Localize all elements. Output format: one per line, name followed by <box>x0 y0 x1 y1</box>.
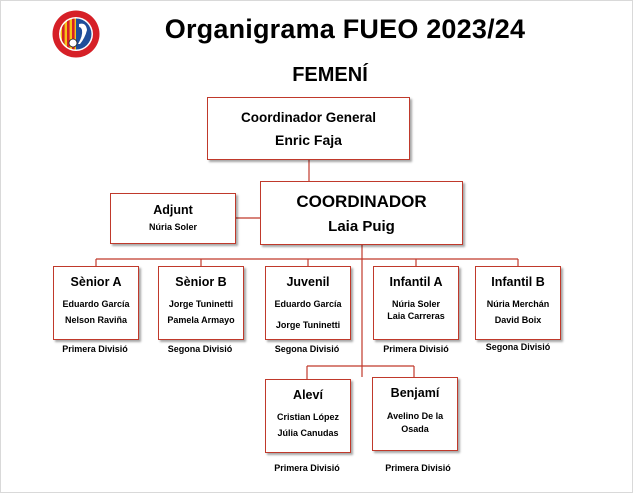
adjunt-box: Adjunt Núria Soler <box>110 193 236 244</box>
team-division-benjami: Primera Divisió <box>385 463 451 473</box>
team-member: David Boix <box>494 315 542 325</box>
team-member: Jorge Tuninetti <box>275 320 341 330</box>
team-member: Avelino De la Osada <box>386 411 444 434</box>
team-member: Cristian López <box>276 412 339 422</box>
team-division-senior-b: Segona Divisió <box>167 344 233 354</box>
team-division-alevi: Primera Divisió <box>274 463 340 473</box>
page-title: Organigrama FUEO 2023/24 <box>164 14 526 44</box>
team-division-senior-a: Primera Divisió <box>62 344 128 354</box>
team-member: Eduardo García <box>274 299 342 309</box>
team-box-infantil-b: Infantil B Núria Merchán David Boix <box>475 266 561 340</box>
team-name: Benjamí <box>390 386 440 400</box>
coordinator-general-box: Coordinador General Enric Faja <box>207 97 410 160</box>
team-division-infantil-b: Segona Divisió <box>485 342 551 352</box>
coordinator-general-role: Coordinador General <box>240 110 377 125</box>
team-box-juvenil: Juvenil Eduardo García Jorge Tuninetti <box>265 266 351 340</box>
team-name: Infantil A <box>389 275 443 289</box>
team-box-senior-a: Sènior A Eduardo García Nelson Raviña <box>53 266 139 340</box>
team-name: Sènior B <box>175 275 227 289</box>
coordinator-name: Laia Puig <box>328 218 395 235</box>
team-box-senior-b: Sènior B Jorge Tuninetti Pamela Armayo <box>158 266 244 340</box>
team-name: Aleví <box>293 388 323 402</box>
team-division-juvenil: Segona Divisió <box>274 344 340 354</box>
page-subtitle: FEMENÍ <box>292 64 368 86</box>
coordinator-role: COORDINADOR <box>296 192 427 211</box>
club-logo <box>52 10 100 58</box>
adjunt-name: Núria Soler <box>148 222 197 232</box>
team-box-infantil-a: Infantil A Núria Soler Laia Carreras <box>373 266 459 340</box>
team-name: Sènior A <box>70 275 122 289</box>
team-box-alevi: Aleví Cristian López Júlia Canudas <box>265 379 351 453</box>
team-name: Infantil B <box>491 275 545 289</box>
team-member: Eduardo García <box>62 299 130 309</box>
team-member: Núria Soler <box>391 299 440 309</box>
team-box-benjami: Benjamí Avelino De la Osada <box>372 377 458 451</box>
team-name: Juvenil <box>286 275 330 289</box>
team-division-infantil-a: Primera Divisió <box>383 344 449 354</box>
adjunt-role: Adjunt <box>153 203 193 217</box>
team-member: Laia Carreras <box>387 311 445 321</box>
team-member: Jorge Tuninetti <box>168 299 234 309</box>
team-member: Pamela Armayo <box>167 315 235 325</box>
team-member: Júlia Canudas <box>277 428 339 438</box>
coordinator-box: COORDINADOR Laia Puig <box>260 181 463 245</box>
team-member: Nelson Raviña <box>64 315 128 325</box>
coordinator-general-name: Enric Faja <box>275 132 342 148</box>
team-member: Núria Merchán <box>486 299 550 309</box>
